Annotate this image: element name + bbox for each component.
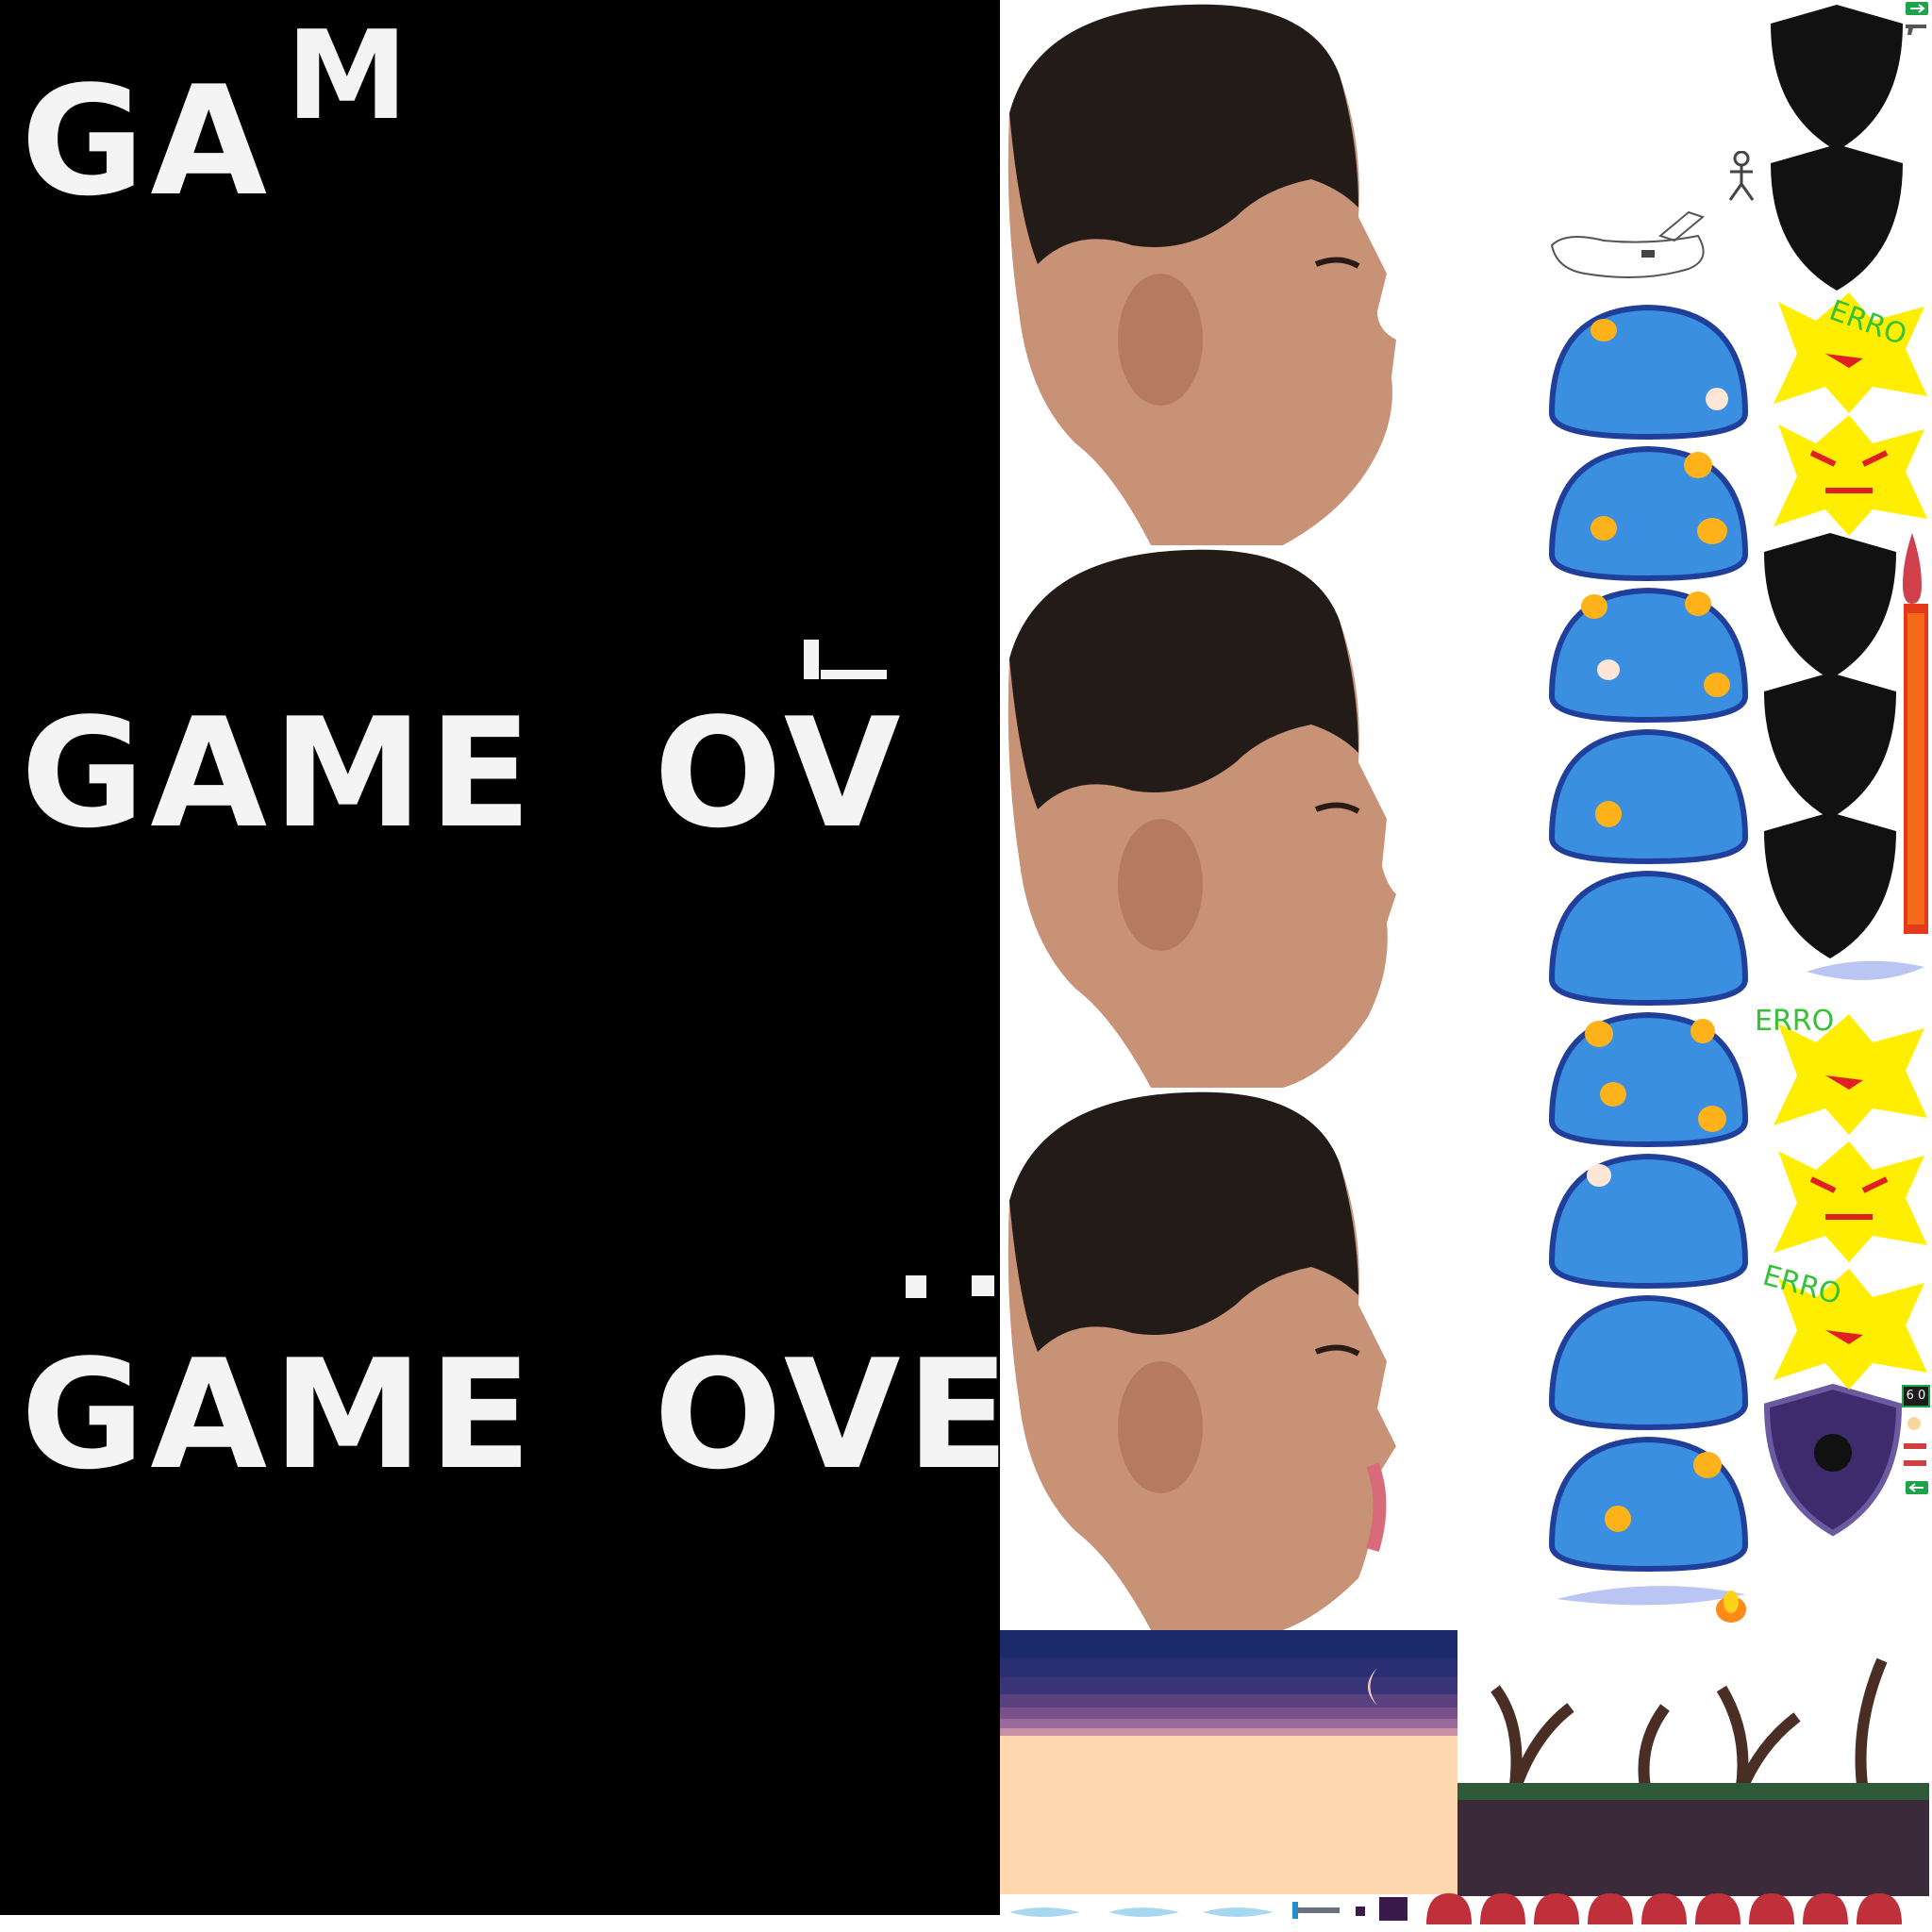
face-profile-1 (1008, 4, 1396, 545)
red-jelly-sprite (1588, 1893, 1633, 1924)
glitch-fragment (804, 640, 819, 679)
arrow-right-icon (1906, 2, 1928, 15)
stick-figure-icon (1728, 151, 1755, 201)
frame-3-text: GAME OVE (21, 1326, 1015, 1503)
glitch-fragment (972, 1275, 994, 1296)
erro-label: ERRO (1755, 1005, 1835, 1038)
red-jelly-sprite (1426, 1893, 1472, 1924)
fire-effect (1716, 1591, 1746, 1623)
lightning-projectile-strip (1009, 1907, 1274, 1917)
shield-icon (1771, 5, 1903, 151)
hud-counter: 6 0 (1902, 1385, 1930, 1407)
shield-icon (1771, 144, 1903, 291)
dead-forest-background (1457, 1632, 1929, 1896)
red-jelly-sprite (1641, 1893, 1687, 1924)
red-jelly-sprite (1803, 1893, 1848, 1924)
shield-icon (1764, 673, 1896, 819)
night-sky-background (1000, 1630, 1457, 1894)
lava-column-sprite (1904, 604, 1928, 934)
blue-slime-sprite (1548, 1153, 1749, 1290)
blue-slime-sprite (1548, 1011, 1749, 1148)
blue-slime-sprite (1548, 304, 1749, 441)
pistol-icon (1906, 25, 1926, 35)
face-profile-3 (1008, 1091, 1396, 1630)
frame-1-text: GA (21, 53, 274, 229)
shield-icon (1764, 812, 1896, 958)
angry-burst-sprite (1774, 415, 1927, 536)
blue-slime-sprite (1548, 587, 1749, 724)
blue-slime-sprite (1548, 1436, 1749, 1573)
blue-slime-sprite (1548, 870, 1749, 1007)
blue-slime-sprite (1548, 445, 1749, 582)
slash-effect (1557, 1586, 1745, 1606)
game-over-frame-3: GAME OVE (21, 1340, 1015, 1491)
purple-creature-sprite (1356, 1897, 1407, 1921)
health-bar (1904, 1460, 1926, 1466)
shield-icon (1764, 533, 1896, 679)
sword-icon (1292, 1902, 1340, 1919)
glitch-fragment (821, 670, 887, 679)
angry-burst-sprite (1774, 292, 1927, 413)
red-jelly-sprite (1749, 1893, 1794, 1924)
angry-burst-sprite (1774, 1269, 1927, 1390)
moon-icon (1368, 1668, 1377, 1706)
red-jelly-sprite (1480, 1893, 1525, 1924)
orb-icon (1907, 1417, 1921, 1430)
arrow-left-icon (1906, 1481, 1928, 1494)
angry-burst-sprite (1774, 1141, 1927, 1262)
red-jelly-sprite (1695, 1893, 1740, 1924)
lava-drop-sprite (1903, 533, 1922, 604)
slash-effect (1807, 960, 1924, 980)
blue-slime-sprite (1548, 1294, 1749, 1431)
glitch-fragment (906, 1275, 926, 1298)
face-profile-2 (1008, 549, 1396, 1088)
shield-purple-icon (1763, 1383, 1903, 1537)
red-jelly-sprite (1534, 1893, 1579, 1924)
blue-slime-sprite (1548, 728, 1749, 865)
health-bar (1904, 1443, 1926, 1449)
sketch-doodle (1550, 210, 1706, 278)
frame-2-text: GAME OV (21, 685, 907, 861)
angry-burst-sprite (1774, 1014, 1927, 1135)
frame-1-tail: M (286, 4, 414, 147)
game-over-frame-2: GAME OV (21, 698, 907, 849)
red-jelly-sprite (1857, 1893, 1902, 1924)
